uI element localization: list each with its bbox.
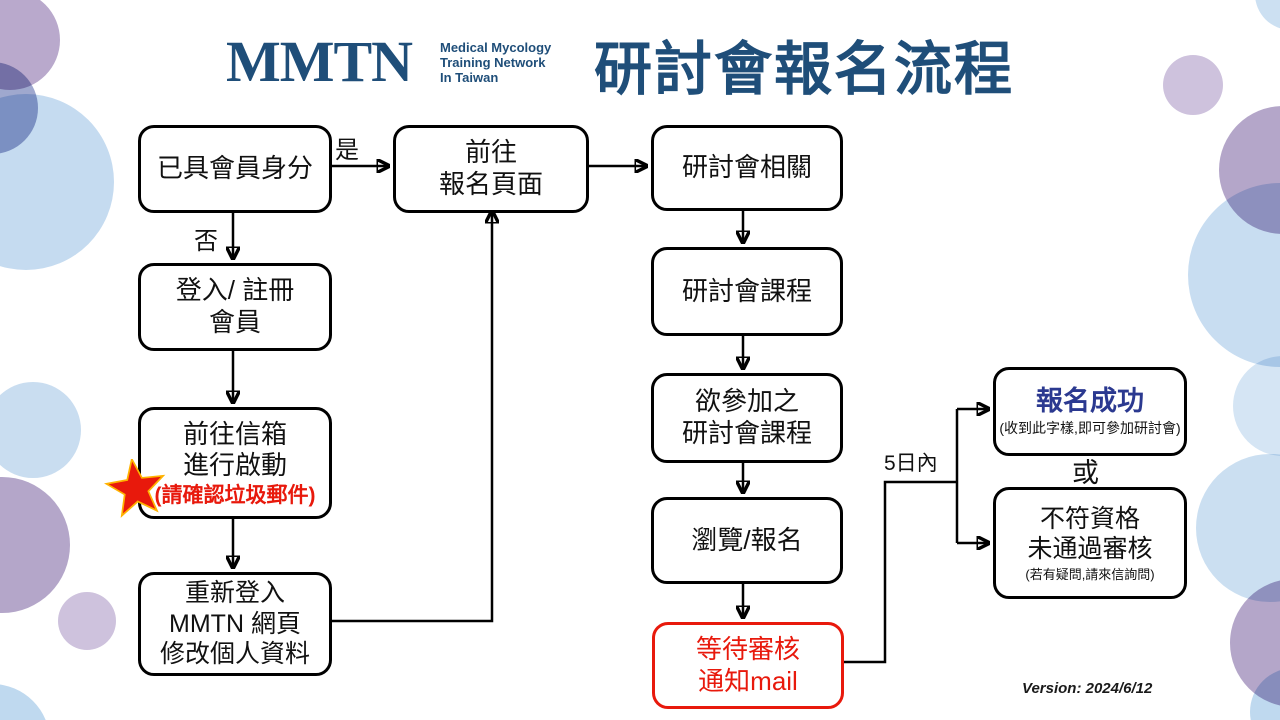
box-text: 重新登入 bbox=[184, 579, 285, 608]
success-note: (收到此字樣,即可參加研討會) bbox=[999, 420, 1181, 437]
box-text: 已具會員身分 bbox=[156, 153, 313, 184]
box-text: 等待審核 bbox=[695, 633, 800, 664]
box-text: 報名頁面 bbox=[438, 169, 543, 199]
box-text: 通知mail bbox=[698, 665, 798, 696]
box-text: 研討會課程 bbox=[681, 418, 812, 448]
box-text: 未通過審核 bbox=[1027, 535, 1153, 564]
box-not-qualified: 不符資格 未通過審核 (若有疑問,請來信詢問) bbox=[993, 487, 1187, 599]
mmtn-logo: MMTN bbox=[226, 29, 413, 94]
box-register-success: 報名成功 (收到此字樣,即可參加研討會) bbox=[993, 367, 1187, 456]
box-wait-review-mail: 等待審核 通知mail bbox=[652, 622, 844, 709]
connector-wait-review-elbow bbox=[838, 480, 957, 664]
box-text: 修改個人資料 bbox=[159, 640, 310, 669]
box-member-status: 已具會員身分 bbox=[138, 125, 332, 213]
success-title: 報名成功 bbox=[1036, 386, 1144, 417]
label-yes: 是 bbox=[335, 137, 359, 164]
page-title: 研討會報名流程 bbox=[594, 37, 1015, 102]
box-text: 不符資格 bbox=[1039, 504, 1140, 533]
box-text: 瀏覽/報名 bbox=[691, 524, 803, 555]
logo-subtitle-line: Medical Mycology bbox=[440, 40, 552, 55]
box-browse-register: 瀏覽/報名 bbox=[651, 497, 843, 584]
box-seminar-course: 研討會課程 bbox=[651, 247, 843, 336]
box-mailbox-activation: 前往信箱 進行啟動 (請確認垃圾郵件) bbox=[138, 407, 332, 519]
fail-note: (若有疑問,請來信詢問) bbox=[1025, 566, 1155, 582]
logo-subtitle-line: In Taiwan bbox=[440, 70, 499, 86]
box-login-register: 登入/ 註冊 會員 bbox=[138, 263, 332, 351]
box-text: 登入/ 註冊 bbox=[175, 275, 295, 306]
logo-subtitle-line: Training Network bbox=[440, 55, 546, 71]
mmtn-logo-subtitle: Medical Mycology Training Network In Tai… bbox=[440, 40, 551, 85]
label-within-5-days: 5日內 bbox=[884, 452, 938, 475]
label-or: 或 bbox=[1072, 458, 1099, 488]
box-text: 進行啟動 bbox=[182, 450, 287, 481]
spam-warning-note: (請確認垃圾郵件) bbox=[154, 484, 316, 508]
box-text: MMTN 網頁 bbox=[169, 609, 301, 638]
box-relogin-profile: 重新登入 MMTN 網頁 修改個人資料 bbox=[138, 572, 332, 676]
box-text: 研討會課程 bbox=[681, 275, 812, 306]
star-icon bbox=[104, 459, 166, 518]
arrow-relogin-to-register-page bbox=[325, 212, 492, 623]
version-text: Version: 2024/6/12 bbox=[1022, 680, 1153, 697]
box-register-page: 前往 報名頁面 bbox=[393, 125, 589, 213]
box-seminar-related: 研討會相關 bbox=[651, 125, 843, 211]
box-text: 前往信箱 bbox=[182, 418, 287, 449]
label-no: 否 bbox=[194, 228, 218, 255]
box-course-to-join: 欲參加之 研討會課程 bbox=[651, 373, 843, 463]
box-text: 欲參加之 bbox=[694, 386, 799, 417]
box-text: 前往 bbox=[464, 137, 517, 168]
box-text: 會員 bbox=[208, 307, 261, 337]
box-text: 研討會相關 bbox=[681, 152, 812, 183]
